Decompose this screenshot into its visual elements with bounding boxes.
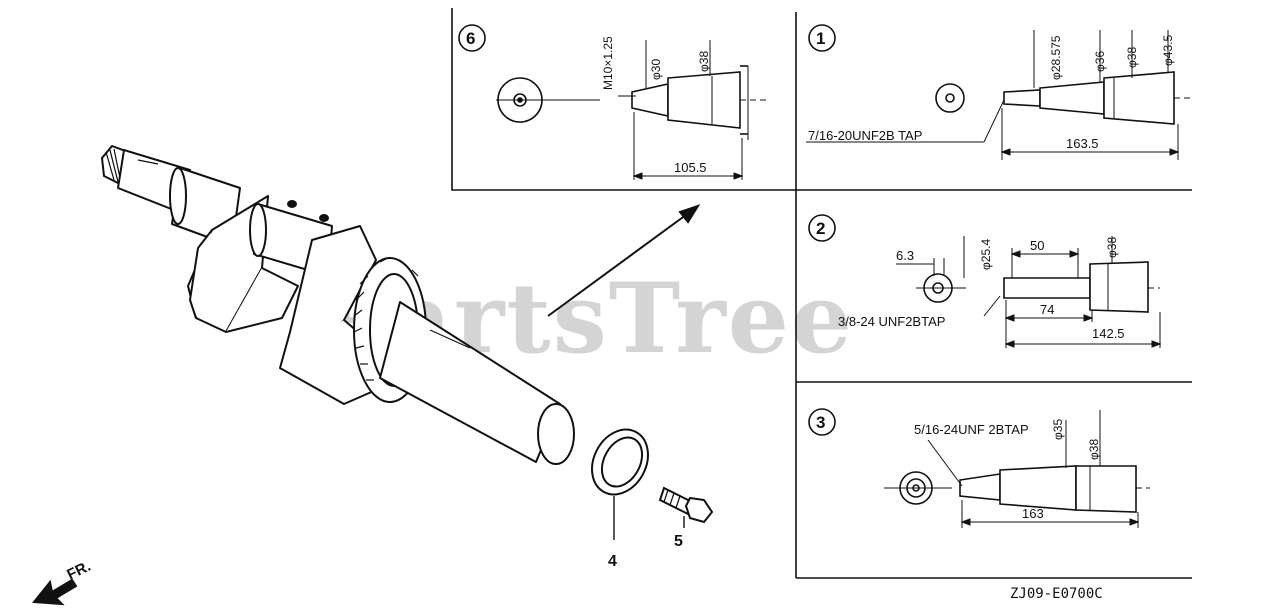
callout-5: 5 (674, 533, 683, 550)
diagram-code: ZJ09-E0700C (1010, 586, 1103, 602)
panel-1-number: 1 (816, 29, 825, 48)
panel-6-number: 6 (466, 29, 475, 48)
panel-2-tap: 3/8-24 UNF2BTAP (838, 314, 945, 329)
panel-1-dia1: φ28.575 (1049, 35, 1063, 80)
panel-1-dia2: φ36 (1093, 51, 1107, 72)
panel-2-len2: 74 (1040, 302, 1054, 317)
panel-3-dia2: φ38 (1087, 439, 1101, 460)
panel-2-dia2: φ38 (1105, 237, 1119, 258)
panel-2-number: 2 (816, 219, 825, 238)
panel-1-dia3: φ38 (1125, 47, 1139, 68)
panel-6-thread: M10×1.25 (601, 36, 615, 90)
panel-1-dia4: φ43.5 (1161, 35, 1175, 66)
panel-1: 1 7/16-20UNF2B TAP φ28.575 φ36 φ38 (806, 24, 1190, 160)
crankshaft-illustration (101, 145, 575, 465)
front-marker-label: FR. (64, 558, 93, 584)
panel-2-key: 6.3 (896, 248, 914, 263)
panel-6-length: 105.5 (674, 160, 707, 175)
panel-3: 3 5/16-24UNF 2BTAP φ35 φ38 163 (808, 408, 1150, 528)
reference-arrow (547, 204, 701, 317)
panel-3-length: 163 (1022, 506, 1044, 521)
panel-6-dia2: φ38 (697, 51, 711, 72)
bolt-part (658, 486, 714, 528)
panel-2-dia1: φ25.4 (979, 239, 993, 270)
panel-2: 2 (808, 214, 1162, 348)
panel-1-length: 163.5 (1066, 136, 1099, 151)
panel-3-tap: 5/16-24UNF 2BTAP (914, 422, 1029, 437)
panel-frames (451, 8, 1192, 579)
front-arrow-icon (32, 578, 78, 606)
panel-2-len3: 142.5 (1092, 326, 1125, 341)
panel-6-dia1: φ30 (649, 59, 663, 80)
callout-4: 4 (608, 553, 617, 570)
washer-part (591, 428, 649, 540)
panel-1-tap: 7/16-20UNF2B TAP (808, 128, 922, 143)
panel-3-number: 3 (816, 413, 825, 432)
panel-3-dia1: φ35 (1051, 419, 1065, 440)
panel-2-len1: 50 (1030, 238, 1044, 253)
panel-6: 6 M10×1.25 φ30 φ38 105.5 (458, 24, 770, 180)
